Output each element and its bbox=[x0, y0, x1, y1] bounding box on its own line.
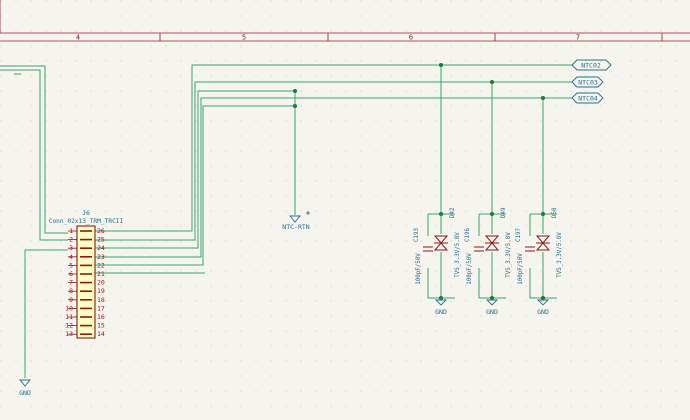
capacitor-value: 100pF/50V bbox=[518, 253, 524, 285]
pin-contact bbox=[80, 247, 92, 249]
connector-j6[interactable]: J6 Conn_02x13_TRM_TRCII 1234567891011121… bbox=[49, 209, 124, 339]
capacitor-c196[interactable]: C196 100pF/50V bbox=[465, 228, 484, 285]
ntc-rtn-symbol bbox=[289, 211, 310, 223]
tvs-diode-d49[interactable]: D49 TVS_3.3V/5.8V bbox=[484, 207, 512, 278]
svg-text:NTC04: NTC04 bbox=[578, 95, 598, 103]
pin-contact bbox=[80, 273, 92, 275]
gnd-left-symbol bbox=[19, 379, 31, 387]
svg-text:NTC03: NTC03 bbox=[578, 79, 598, 87]
tvs-diode-d50[interactable]: D50 TVS_3.3V/5.8V bbox=[535, 207, 563, 278]
capacitor-value: 100pF/50V bbox=[467, 253, 473, 285]
pin-number-right: 14 bbox=[97, 330, 105, 338]
pin-number-right: 26 bbox=[97, 227, 105, 235]
diode-value: TVS_3.3V/5.8V bbox=[557, 232, 563, 278]
ntc-rtn-label: NTC-RTN bbox=[282, 223, 309, 231]
pin-contact bbox=[80, 307, 92, 310]
pin-number-right: 17 bbox=[97, 304, 105, 312]
pin-number-right: 16 bbox=[97, 313, 105, 321]
diode-ref: D42 bbox=[450, 208, 456, 218]
pin-contact bbox=[80, 256, 92, 258]
gnd-symbol-1: GND bbox=[434, 299, 448, 316]
pin-contact bbox=[80, 333, 92, 335]
pin-contact bbox=[80, 290, 92, 292]
svg-text:GND: GND bbox=[537, 308, 549, 316]
diode-value: TVS_3.3V/5.8V bbox=[455, 232, 461, 278]
pin-number-right: 22 bbox=[97, 261, 105, 269]
diode-ref: D49 bbox=[501, 207, 507, 218]
capacitor-ref: C193 bbox=[414, 228, 420, 242]
pin-number-right: 15 bbox=[97, 322, 105, 330]
connector-ref: J6 bbox=[82, 209, 90, 217]
pin-number-right: 18 bbox=[97, 296, 105, 304]
wires[interactable] bbox=[0, 64, 572, 378]
pin-contact bbox=[80, 324, 92, 327]
gnd-symbol-3: GND bbox=[536, 299, 550, 316]
column-label-6: 6 bbox=[409, 34, 413, 42]
capacitor-value: 100pF/50V bbox=[416, 253, 422, 285]
capacitor-ref: C197 bbox=[516, 228, 522, 242]
pin-contact bbox=[80, 264, 92, 267]
svg-text:GND: GND bbox=[486, 308, 498, 316]
column-label-4: 4 bbox=[76, 34, 80, 42]
pin-contact bbox=[80, 238, 92, 241]
pin-number-right: 24 bbox=[97, 244, 105, 252]
pin-number-right: 25 bbox=[97, 236, 105, 244]
capacitor-c197[interactable]: C197 100pF/50V bbox=[516, 228, 535, 285]
gnd-left-label: GND bbox=[19, 389, 31, 397]
capacitor-c193[interactable]: C193 100pF/50V bbox=[414, 228, 433, 285]
pin-contact bbox=[80, 316, 92, 318]
diode-value: TVS_3.3V/5.8V bbox=[506, 232, 512, 278]
net-label-ntc03[interactable]: NTC03 bbox=[571, 76, 604, 88]
connector-pins: 1234567891011121326252423222120191817161… bbox=[65, 227, 105, 338]
pin-number-right: 19 bbox=[97, 287, 105, 295]
pin-contact bbox=[80, 299, 92, 301]
column-label-7: 7 bbox=[576, 34, 580, 42]
gnd-symbol-2: GND bbox=[485, 299, 499, 316]
pin-contact bbox=[80, 230, 92, 232]
sheet-frame bbox=[0, 0, 690, 42]
tvs-diode-d42[interactable]: D42 TVS_3.3V/5.8V bbox=[433, 208, 461, 278]
connector-value: Conn_02x13_TRM_TRCII bbox=[49, 218, 124, 225]
net-label-ntc02[interactable]: NTC02 bbox=[571, 59, 612, 71]
pin-number-right: 20 bbox=[97, 279, 105, 287]
column-label-5: 5 bbox=[242, 34, 246, 42]
net-label-ntc04[interactable]: NTC04 bbox=[571, 92, 604, 104]
diode-ref: D50 bbox=[552, 207, 558, 218]
pin-number-right: 23 bbox=[97, 253, 105, 261]
pin-contact bbox=[80, 281, 92, 284]
svg-text:GND: GND bbox=[435, 308, 447, 316]
capacitor-ref: C196 bbox=[465, 228, 471, 242]
svg-text:NTC02: NTC02 bbox=[581, 62, 601, 70]
pin-number-right: 21 bbox=[97, 270, 105, 278]
junctions bbox=[293, 63, 545, 300]
